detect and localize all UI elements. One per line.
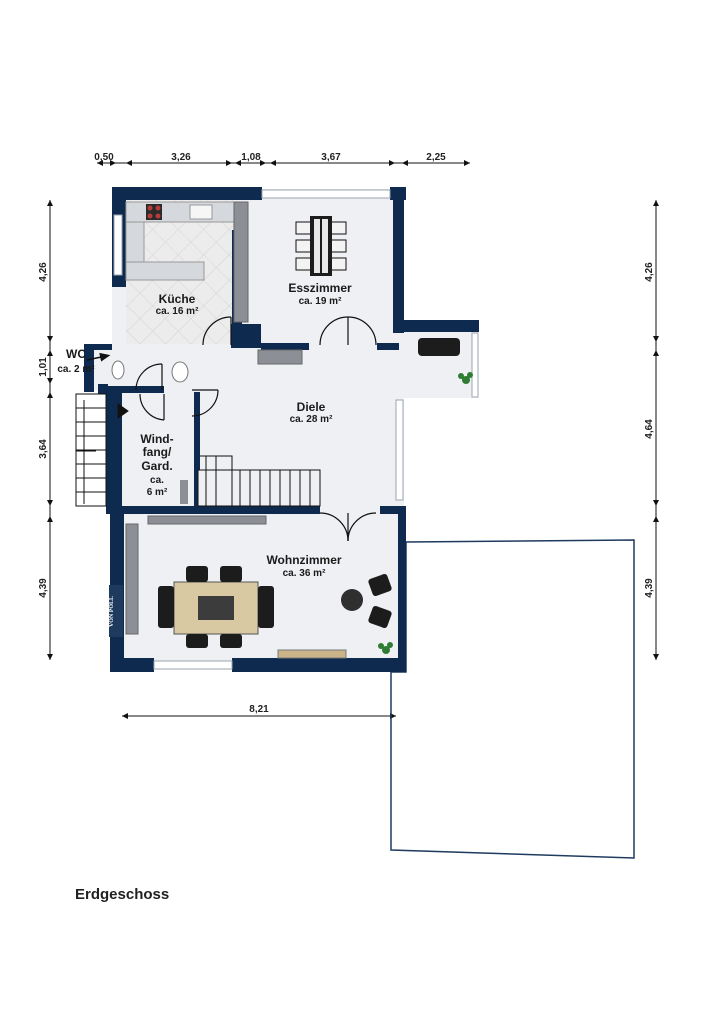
dim-top-5: 2,25 — [426, 152, 446, 163]
room-wohnzimmer-name: Wohnzimmer — [266, 553, 341, 567]
sideboards — [125, 349, 303, 635]
dim-top-3: 1,08 — [241, 152, 261, 163]
room-windfang-ca: ca. — [150, 475, 164, 486]
room-windfang-name-2: fang/ — [143, 445, 172, 459]
room-windfang-area: 6 m² — [147, 487, 168, 498]
room-wc-area: ca. 2 m² — [57, 364, 95, 375]
dim-top-2: 3,26 — [171, 152, 191, 163]
staircase — [75, 393, 321, 507]
sink-icon — [189, 204, 213, 220]
floor-title: Erdgeschoss — [75, 886, 170, 903]
dimension-arrows — [47, 160, 659, 719]
dim-left-2: 1,01 — [38, 357, 49, 377]
dim-top-4: 3,67 — [321, 152, 341, 163]
kitchen-counters — [125, 201, 249, 323]
dim-right-1: 4,26 — [644, 262, 655, 282]
room-kueche-area: ca. 16 m² — [156, 306, 199, 317]
sofa — [418, 338, 460, 356]
dining-table — [295, 216, 347, 276]
dim-left-3: 3,64 — [38, 439, 49, 459]
dim-right-3: 4,39 — [644, 578, 655, 598]
room-esszimmer-name: Esszimmer — [288, 281, 352, 295]
room-wc-name: WC — [66, 347, 86, 361]
dim-left-4: 4,39 — [38, 578, 49, 598]
room-diele-area: ca. 28 m² — [290, 414, 333, 425]
dim-left-1: 4,26 — [38, 262, 49, 282]
dim-top-1: 0,50 — [94, 152, 114, 163]
dim-bottom-1: 8,21 — [249, 704, 269, 715]
room-windfang-name-1: Wind- — [140, 432, 173, 446]
wc-fixtures — [111, 360, 189, 383]
room-wohnzimmer-area: ca. 36 m² — [283, 568, 326, 579]
brand-logo: VON POLL — [109, 585, 123, 637]
dim-right-2: 4,64 — [644, 419, 655, 439]
room-esszimmer-area: ca. 19 m² — [299, 296, 342, 307]
lounge-set — [341, 573, 392, 629]
lowboard — [277, 649, 347, 659]
terrace-outline — [390, 539, 635, 859]
room-kueche-name: Küche — [159, 292, 196, 306]
wardrobe — [180, 480, 188, 504]
wc-arrow — [86, 352, 111, 362]
room-diele-name: Diele — [297, 400, 326, 414]
windows — [113, 189, 479, 670]
doors — [135, 316, 377, 542]
plant-icon — [378, 372, 473, 654]
room-windfang-name-3: Gard. — [141, 459, 172, 473]
living-dining-set — [158, 566, 274, 648]
